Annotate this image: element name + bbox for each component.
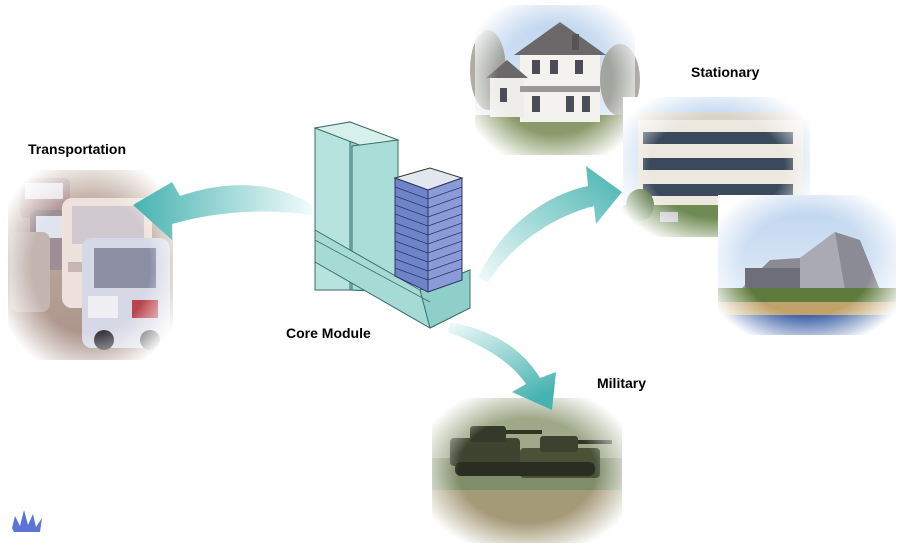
stationary-label: Stationary — [691, 64, 760, 80]
industrial-plant-photo — [718, 195, 896, 335]
core-module-label: Core Module — [286, 325, 371, 341]
tank-photo — [432, 398, 622, 543]
arrow-to-stationary — [478, 166, 622, 282]
farmhouse-photo — [470, 5, 640, 155]
server-cabinet-illustration — [313, 121, 471, 329]
transportation-label: Transportation — [28, 141, 127, 157]
arrow-to-transportation — [133, 182, 312, 240]
starburst-logo — [12, 510, 42, 532]
arrow-to-military — [448, 322, 556, 410]
military-label: Military — [597, 375, 647, 391]
